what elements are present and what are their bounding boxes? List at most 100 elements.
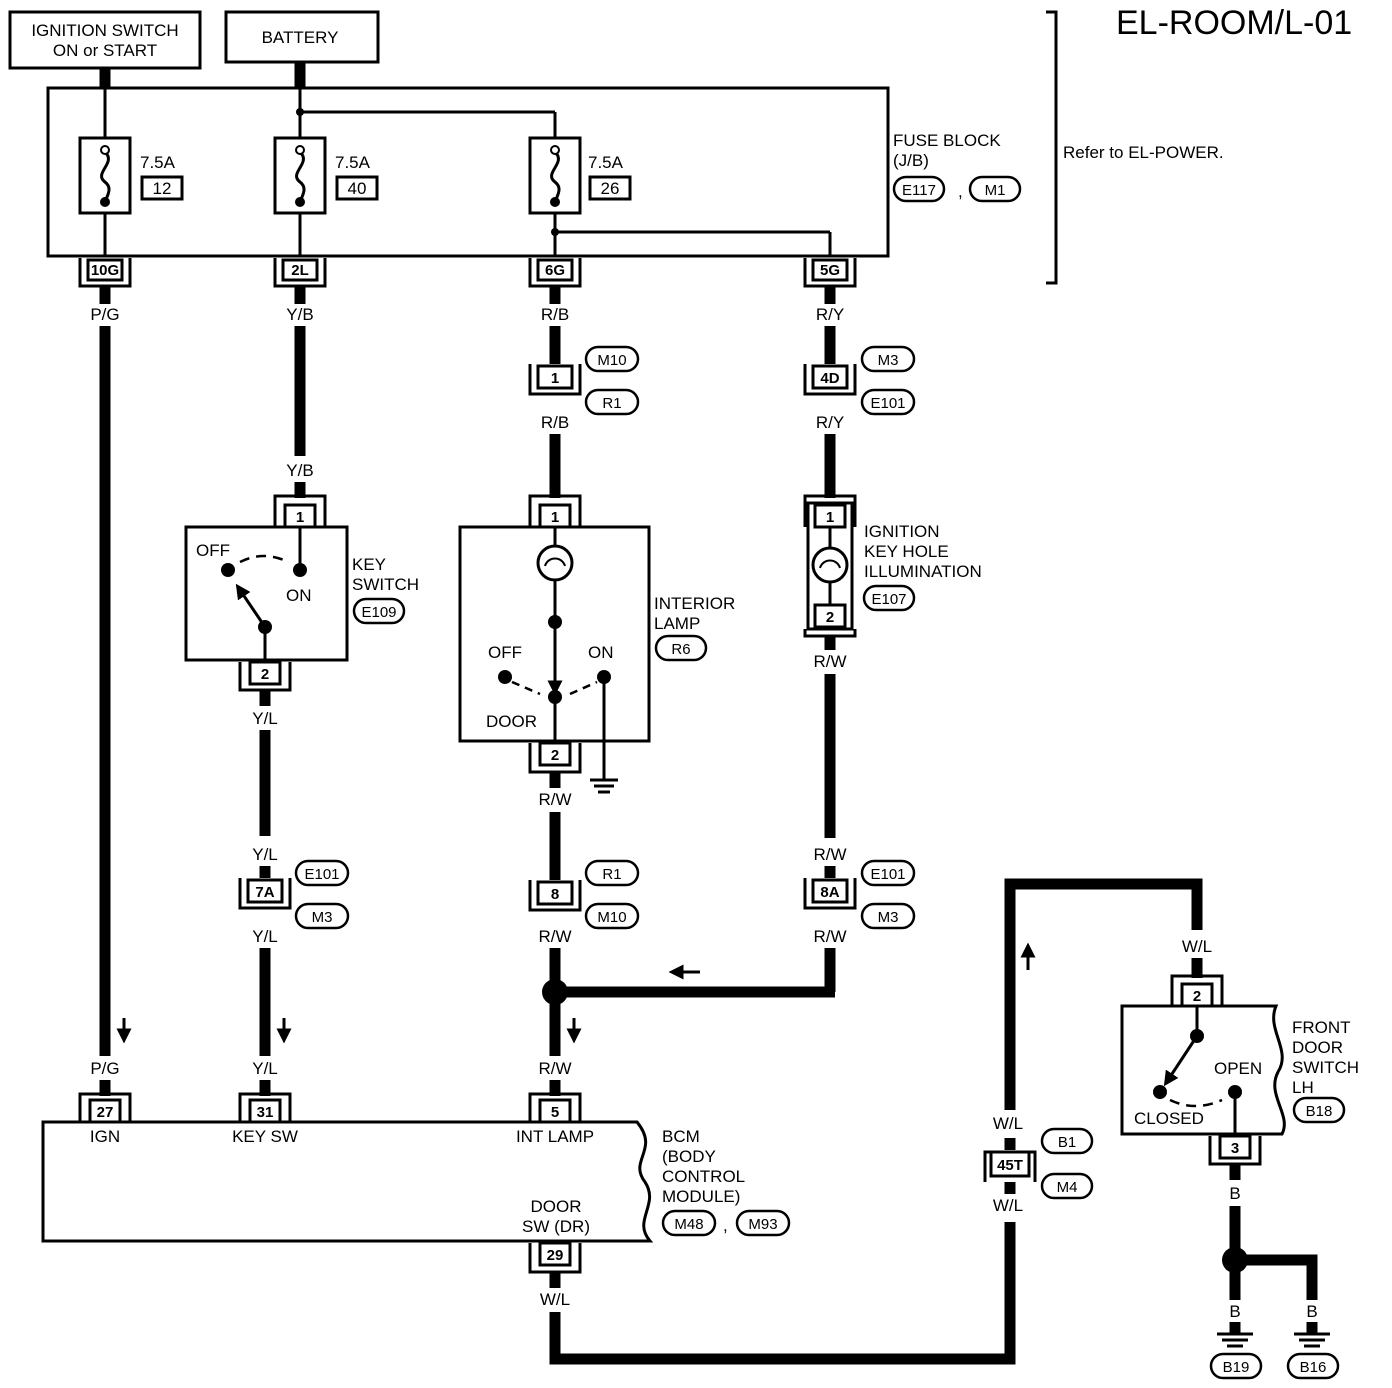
svg-text:2: 2 xyxy=(1193,988,1201,1005)
key-switch-on: ON xyxy=(286,586,312,605)
page-title: EL-ROOM/L-01 xyxy=(1116,4,1352,42)
wire-wl-1: W/L xyxy=(540,1290,570,1309)
fuse-12-number: 12 xyxy=(153,179,172,198)
svg-text:4D: 4D xyxy=(820,370,839,387)
ignition-switch-label: IGNITION SWITCH xyxy=(31,21,178,40)
wire-b-1: B xyxy=(1229,1184,1240,1203)
reference-note: Refer to EL-POWER. xyxy=(1063,143,1224,162)
connector-m3-a: M3 xyxy=(312,909,333,926)
svg-text:6G: 6G xyxy=(545,262,565,279)
svg-text:5G: 5G xyxy=(820,262,840,279)
bcm-separator: , xyxy=(723,1216,728,1235)
interior-lamp-label-2: LAMP xyxy=(654,614,700,633)
svg-text:1: 1 xyxy=(296,509,304,526)
key-switch-label: KEY xyxy=(352,555,386,574)
connector-7a: 7A xyxy=(238,878,292,910)
fuse-block-connector-e117: E117 xyxy=(902,182,936,199)
connector-8a: 8A xyxy=(803,878,857,910)
interior-lamp-off: OFF xyxy=(488,643,522,662)
fuse-terminal-5g: 5G xyxy=(803,258,857,288)
fuse-block: 7.5A 12 7.5A 40 7.5A 26 FUSE BLO xyxy=(46,86,1022,258)
wire-rw-5: R/W xyxy=(813,845,846,864)
connector-4d: 4D xyxy=(803,364,857,396)
key-hole-connector: E107 xyxy=(871,591,906,608)
wire-wl-3: W/L xyxy=(993,1114,1023,1133)
bcm-pin-5: 5 xyxy=(528,1092,582,1124)
bcm-key-sw: KEY SW xyxy=(232,1127,298,1146)
battery-box: BATTERY xyxy=(224,10,380,64)
ground-icon xyxy=(590,778,618,794)
battery-label: BATTERY xyxy=(262,28,339,47)
fuse-block-label: FUSE BLOCK xyxy=(893,131,1001,150)
svg-text:5: 5 xyxy=(551,1104,559,1121)
wire-rw-4: R/W xyxy=(813,652,846,671)
fuse-26-rating: 7.5A xyxy=(588,153,624,172)
connector-m3-c: M3 xyxy=(878,909,899,926)
bcm-connector-m48: M48 xyxy=(674,1216,703,1233)
interior-lamp-connector: R6 xyxy=(671,641,690,658)
door-switch-connector: B18 xyxy=(1306,1103,1333,1120)
svg-text:29: 29 xyxy=(547,1247,564,1264)
key-switch-off: OFF xyxy=(196,541,230,560)
wire-rb-2: R/B xyxy=(541,413,569,432)
wire-rw-1: R/W xyxy=(538,790,571,809)
bcm-label-2: (BODY xyxy=(662,1147,716,1166)
bcm-pin-31: 31 xyxy=(238,1092,292,1124)
key-hole-label: IGNITION xyxy=(864,522,940,541)
door-switch-closed: CLOSED xyxy=(1134,1109,1204,1128)
wire-b-3: B xyxy=(1306,1302,1317,1321)
bcm-connector-m93: M93 xyxy=(748,1216,777,1233)
bulb-icon-2 xyxy=(811,546,849,584)
connector-e101-c: E101 xyxy=(870,866,905,883)
door-switch-label-4: LH xyxy=(1292,1078,1314,1097)
wire-pg-top: P/G xyxy=(90,305,119,324)
wire-yl-1: Y/L xyxy=(252,709,278,728)
connector-m4: M4 xyxy=(1057,1179,1078,1196)
svg-text:31: 31 xyxy=(257,1104,274,1121)
fuse-terminal-2l: 2L xyxy=(273,258,327,288)
wire-ry-top: R/Y xyxy=(816,305,844,324)
wire-wl-2: W/L xyxy=(993,1196,1023,1215)
wire-rb-top: R/B xyxy=(541,305,569,324)
svg-text:2: 2 xyxy=(551,747,559,764)
wire-pg-bottom: P/G xyxy=(90,1059,119,1078)
connector-r1-a: R1 xyxy=(602,395,621,412)
fuse-26: 7.5A 26 xyxy=(528,136,632,215)
ground-connector-b19: B19 xyxy=(1223,1359,1250,1376)
interior-lamp-door: DOOR xyxy=(486,712,537,731)
bcm-label-4: MODULE) xyxy=(662,1187,740,1206)
svg-text:10G: 10G xyxy=(91,262,119,279)
connector-1-r1: 1 xyxy=(528,364,582,396)
interior-lamp-on: ON xyxy=(588,643,614,662)
fuse-terminal-10g: 10G xyxy=(78,258,132,288)
front-door-switch: 2 OPEN CLOSED 3 FRONT DOOR SWITCH LH B18 xyxy=(1120,974,1359,1166)
ignition-switch-state: ON or START xyxy=(53,41,157,60)
ground-icon-b19 xyxy=(1217,1332,1253,1348)
fuse-terminal-6g: 6G xyxy=(528,258,582,288)
svg-text:3: 3 xyxy=(1231,1140,1239,1157)
connector-m3-b: M3 xyxy=(878,352,899,369)
key-hole-label-3: ILLUMINATION xyxy=(864,562,982,581)
fuse-40: 7.5A 40 xyxy=(273,136,379,215)
svg-text:2L: 2L xyxy=(291,262,309,279)
fuse-40-number: 40 xyxy=(348,179,367,198)
bcm-door: DOOR xyxy=(531,1197,582,1216)
door-switch-open: OPEN xyxy=(1214,1059,1262,1078)
bcm-ign: IGN xyxy=(90,1127,120,1146)
wire-yl-3: Y/L xyxy=(252,927,278,946)
connector-m10-b: M10 xyxy=(597,909,626,926)
interior-lamp: 1 OFF ON DOOR 2 INTERIOR LAMP R6 xyxy=(458,494,735,794)
wire-yl-4: Y/L xyxy=(252,1059,278,1078)
fuse-40-rating: 7.5A xyxy=(335,153,371,172)
wire-yb-top: Y/B xyxy=(286,305,313,324)
connector-45t: 45T xyxy=(983,1150,1037,1182)
key-switch-connector: E109 xyxy=(361,604,396,621)
bcm-pin-29: 29 xyxy=(528,1241,582,1274)
ground-connector-b16: B16 xyxy=(1300,1359,1327,1376)
connector-e101-b: E101 xyxy=(870,395,905,412)
ground-icon-b16 xyxy=(1294,1332,1330,1348)
svg-text:45T: 45T xyxy=(997,1157,1023,1174)
svg-text:1: 1 xyxy=(826,509,834,526)
ignition-switch-box: IGNITION SWITCH ON or START xyxy=(8,10,202,70)
